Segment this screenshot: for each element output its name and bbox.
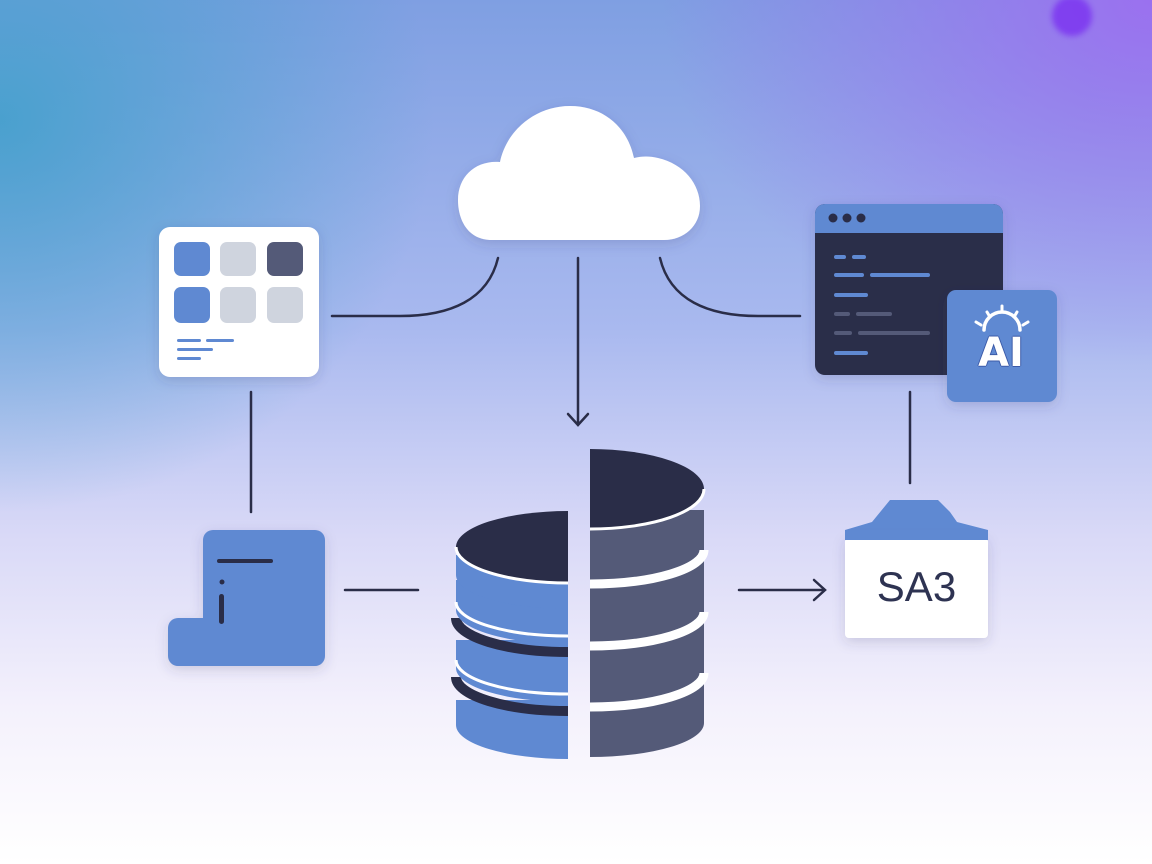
- connector-cloud-to-app-grid: [330, 256, 500, 318]
- connectors: [249, 256, 912, 602]
- purple-glow-dot: [1052, 0, 1092, 36]
- storage-bucket-icon: [845, 500, 988, 638]
- ai-badge-icon: [947, 290, 1057, 402]
- database-left-half: [451, 511, 569, 759]
- database-right-half: [589, 449, 709, 757]
- database-icon: [451, 449, 709, 759]
- ai-badge-label: AI: [978, 330, 1024, 376]
- folder-icon: [168, 530, 325, 666]
- arrowhead-right: [812, 578, 827, 602]
- app-grid-icon: [159, 227, 319, 377]
- cloud-icon: [458, 106, 700, 240]
- connector-cloud-to-code-editor: [658, 256, 802, 318]
- sa3-box-label: SA3: [876, 563, 957, 610]
- arrowhead-down: [566, 412, 590, 427]
